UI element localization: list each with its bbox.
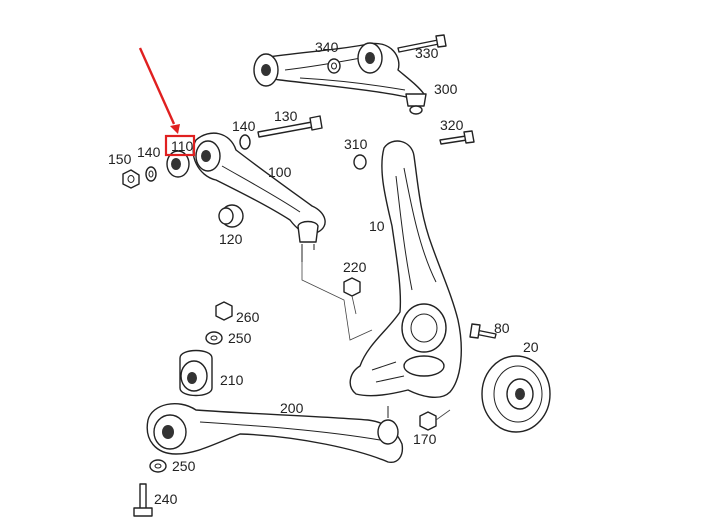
bushing-120 — [218, 204, 244, 228]
label-260: 260 — [236, 309, 260, 325]
label-130: 130 — [274, 108, 298, 124]
washer-140-left — [145, 166, 157, 182]
bushing-210 — [179, 349, 213, 397]
control-arm-100 — [192, 132, 326, 262]
washer-140-top — [239, 134, 251, 150]
wheel-hub-20 — [481, 355, 551, 433]
steering-knuckle-10 — [349, 140, 462, 399]
label-80: 80 — [494, 320, 510, 336]
bolt-240 — [133, 483, 153, 517]
bolt-320 — [439, 130, 475, 145]
label-20: 20 — [523, 339, 539, 355]
label-170: 170 — [413, 431, 437, 447]
label-150: 150 — [108, 151, 132, 167]
label-140-left: 140 — [137, 144, 161, 160]
washer-250-top — [205, 331, 223, 345]
washer-340 — [327, 58, 341, 74]
label-100: 100 — [268, 164, 292, 180]
nut-260 — [215, 301, 233, 321]
label-140-top: 140 — [232, 118, 256, 134]
label-330: 330 — [415, 45, 439, 61]
bolt-130 — [257, 115, 323, 138]
washer-250-bottom — [149, 459, 167, 473]
label-220: 220 — [343, 259, 367, 275]
label-240: 240 — [154, 491, 178, 507]
nut-220 — [343, 277, 361, 297]
label-340: 340 — [315, 39, 339, 55]
label-310: 310 — [344, 136, 368, 152]
label-120: 120 — [219, 231, 243, 247]
label-320: 320 — [440, 117, 464, 133]
bolt-80 — [469, 323, 497, 339]
label-10: 10 — [369, 218, 385, 234]
nut-150 — [122, 169, 140, 189]
highlight-box-110 — [164, 134, 196, 157]
label-250-bottom: 250 — [172, 458, 196, 474]
washer-310 — [353, 154, 367, 170]
label-300: 300 — [434, 81, 458, 97]
bolt-330 — [397, 34, 447, 53]
upper-control-arm-300 — [253, 42, 427, 115]
control-arm-200 — [146, 403, 404, 463]
part-labels: 340 330 300 130 140 320 140 110 310 150 … — [108, 39, 539, 507]
callout-arrow — [138, 47, 180, 134]
label-210: 210 — [220, 372, 244, 388]
label-250-top: 250 — [228, 330, 252, 346]
bushing-110 — [166, 150, 190, 178]
label-200: 200 — [280, 400, 304, 416]
nut-170 — [419, 411, 437, 431]
label-110: 110 — [171, 138, 194, 154]
leader-lines — [301, 262, 451, 421]
